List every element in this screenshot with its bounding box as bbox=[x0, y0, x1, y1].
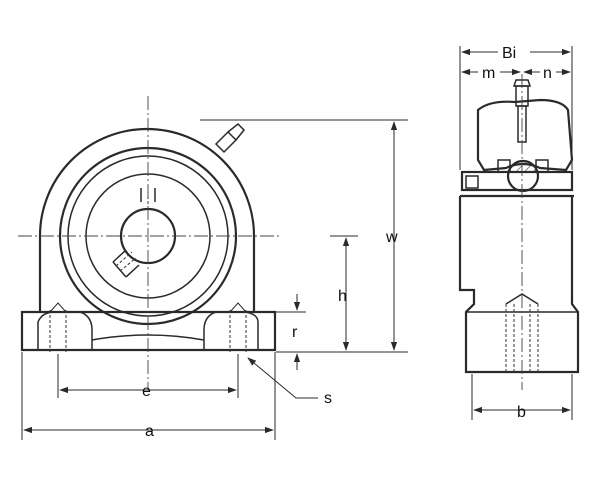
r-label: r bbox=[292, 324, 298, 341]
side-lock-screw bbox=[465, 175, 479, 189]
side-view bbox=[458, 74, 580, 390]
s-leader bbox=[247, 357, 318, 399]
side-outer-ring-left bbox=[497, 159, 511, 173]
front-view bbox=[18, 96, 282, 390]
base-top-curve bbox=[91, 334, 205, 341]
bi-label: Bi bbox=[502, 45, 516, 62]
housing-outline bbox=[38, 127, 256, 312]
b-label: b bbox=[517, 404, 526, 421]
a-label: a bbox=[145, 423, 154, 440]
set-screw-lower-left bbox=[112, 249, 140, 278]
right-mounting-pad bbox=[203, 311, 259, 350]
side-grease-nipple bbox=[512, 79, 532, 143]
n-label: n bbox=[543, 65, 552, 82]
e-label: e bbox=[142, 383, 151, 400]
side-housing-body bbox=[458, 196, 580, 374]
side-housing-section bbox=[476, 98, 574, 172]
left-bolt-hole bbox=[49, 302, 67, 352]
s-label: s bbox=[324, 390, 332, 407]
m-label: m bbox=[482, 65, 495, 82]
dimensions: w h r s e a b Bi bbox=[21, 45, 573, 440]
h-label: h bbox=[338, 288, 347, 305]
left-mounting-pad bbox=[37, 311, 93, 350]
side-outer-ring-right bbox=[535, 159, 549, 173]
right-bolt-hole bbox=[229, 302, 247, 352]
w-label: w bbox=[385, 229, 398, 246]
grease-nipple bbox=[214, 122, 246, 154]
housing-base bbox=[20, 310, 277, 352]
